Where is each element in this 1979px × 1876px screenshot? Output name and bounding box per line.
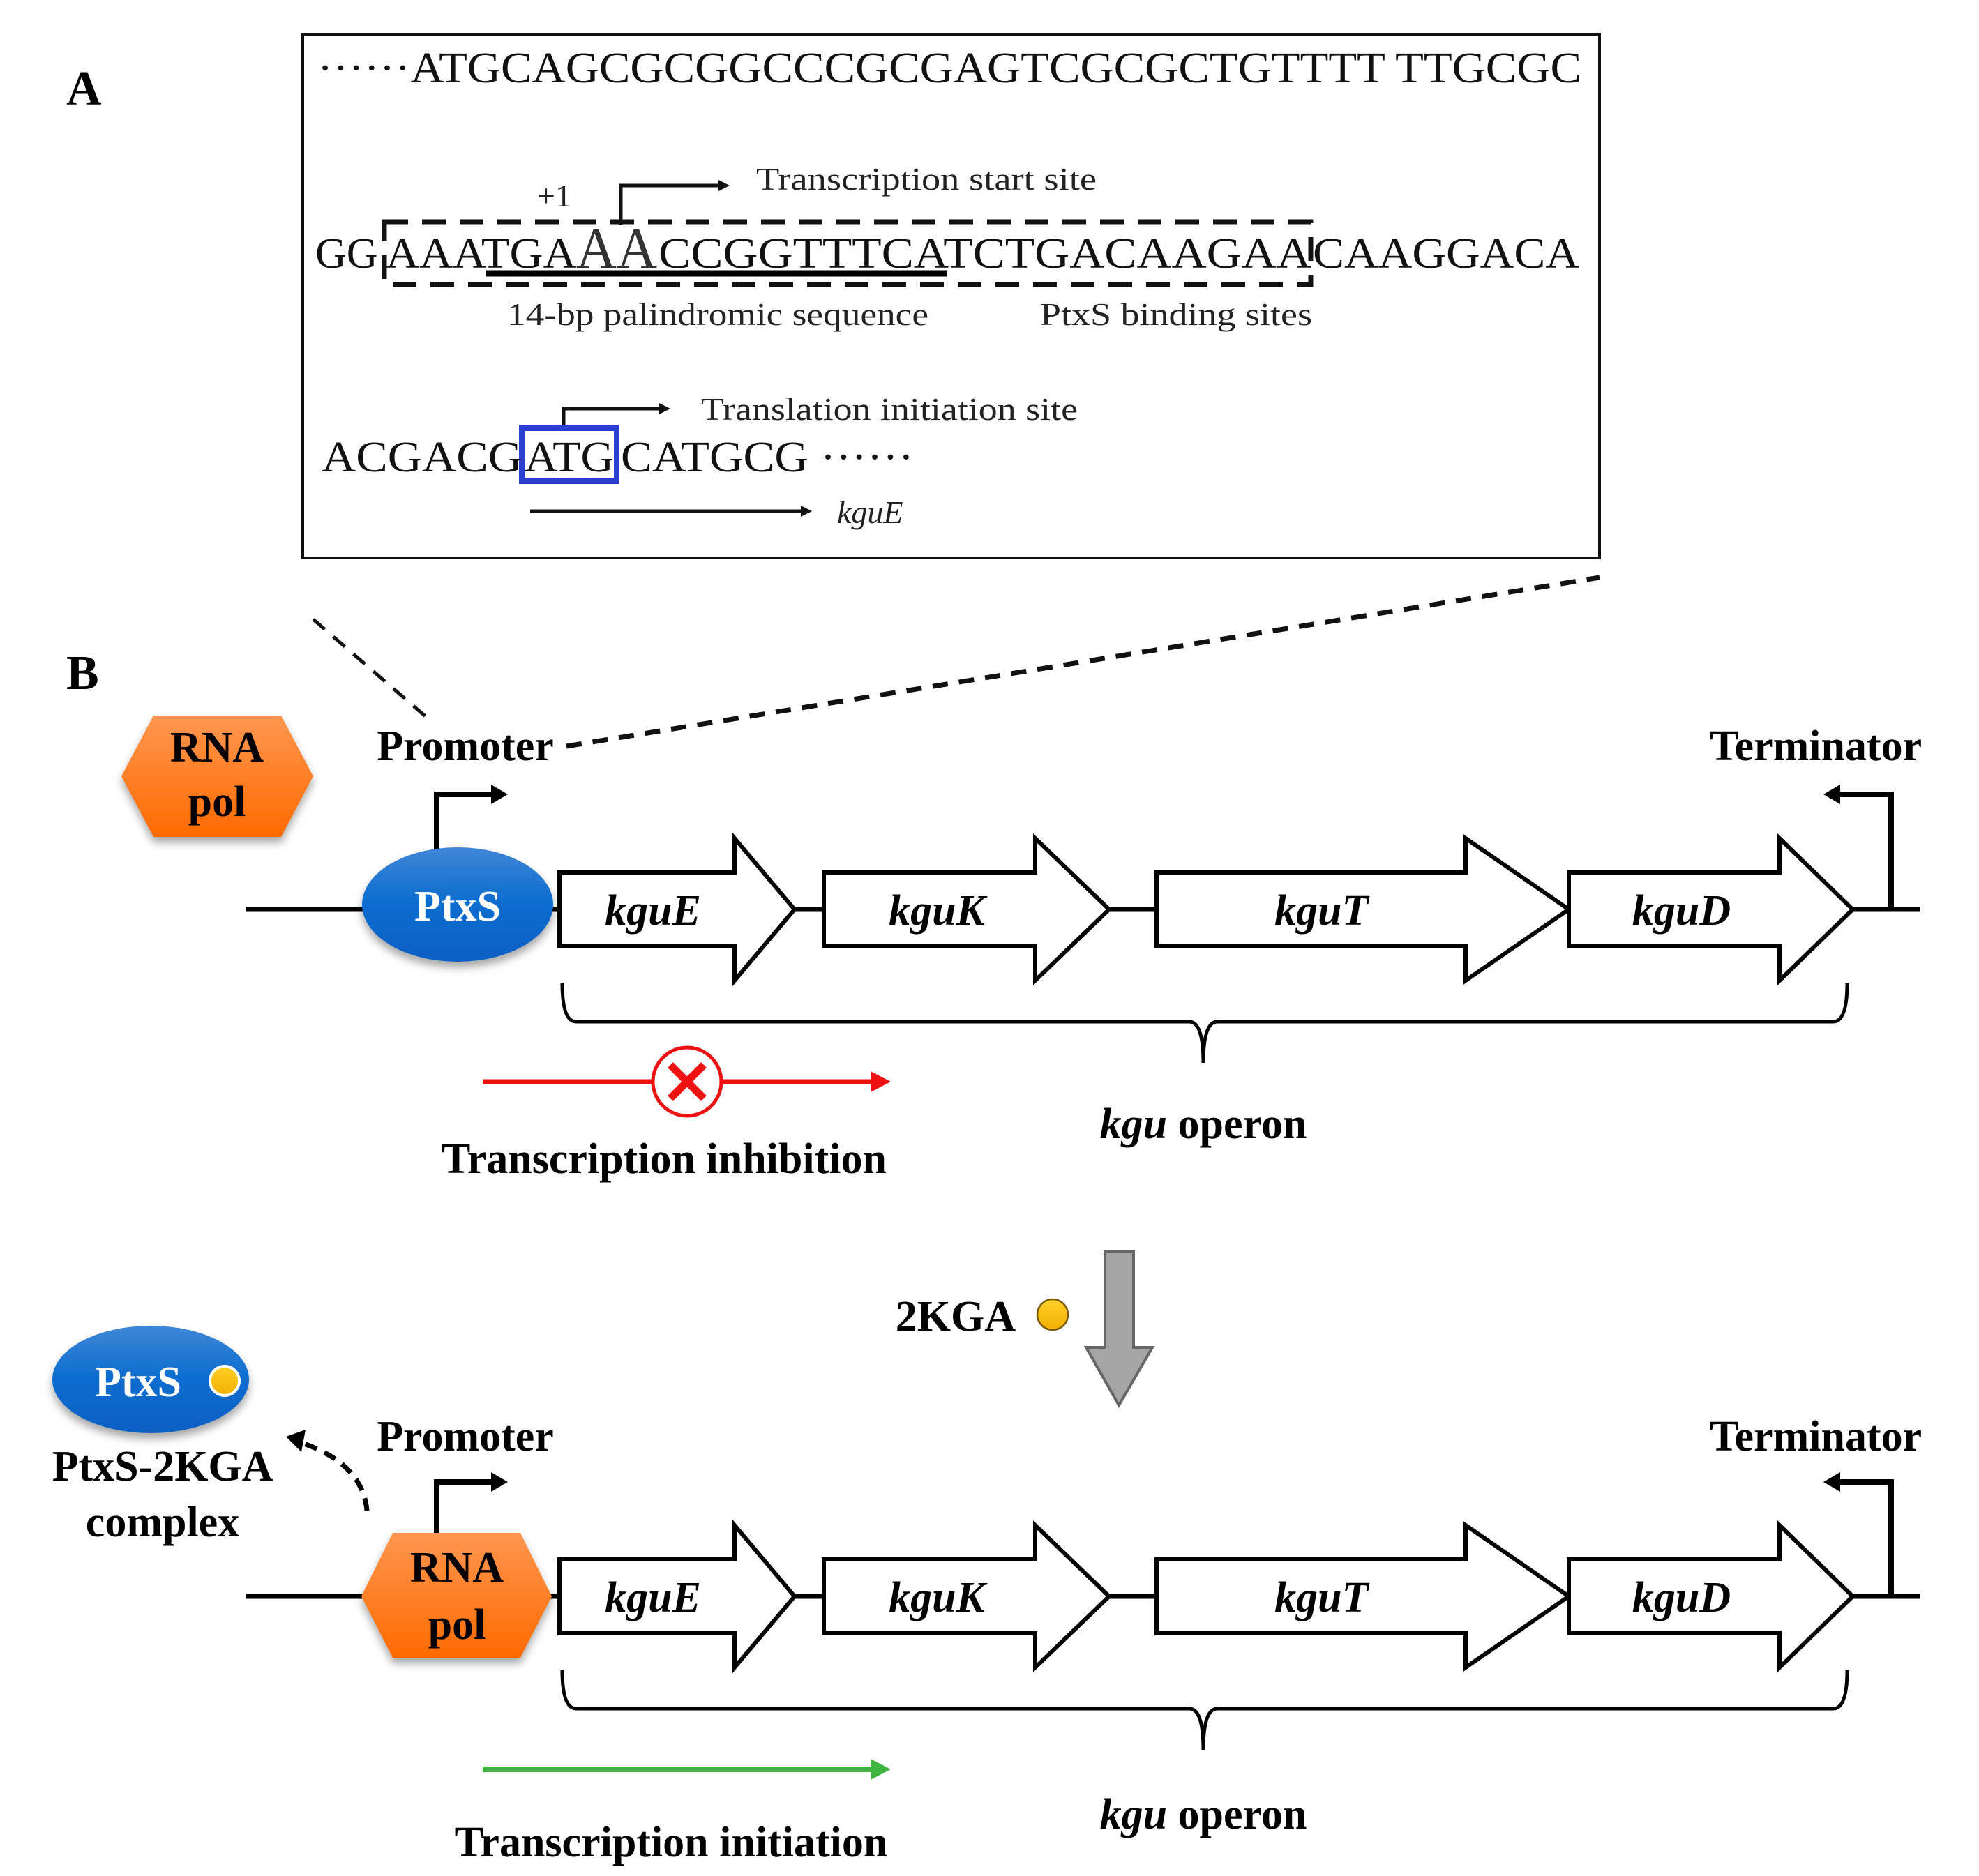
inducer-transition: 2KGA bbox=[896, 1250, 1155, 1409]
gene-row-bottom: kguE kguK kguT kguD bbox=[557, 1519, 1856, 1674]
terminator-arrowhead-icon bbox=[1823, 785, 1840, 804]
inset-gene-label: kguE bbox=[837, 494, 903, 530]
sequence-line-3: ACGACG ATG CATGCG ······ bbox=[322, 434, 914, 481]
bound-rna-pol-line2: pol bbox=[428, 1601, 486, 1649]
promoter-arrow-icon bbox=[434, 792, 492, 858]
seq2-boxed-start: AAATGA bbox=[386, 230, 577, 278]
terminator-arrow-bottom-icon bbox=[1839, 1479, 1894, 1596]
bound-ptxs bbox=[362, 847, 553, 962]
free-rna-polymerase bbox=[121, 716, 313, 837]
bound-inducer-icon bbox=[209, 1365, 241, 1397]
ptxs-label-complex: PtxS bbox=[95, 1359, 181, 1406]
status-label-inhibition: Transcription inhibition bbox=[442, 1135, 887, 1183]
sequence-line-1: ······ATGCAGCGCGGCCCGCGAGTCGCGCTGTTTT TT… bbox=[317, 45, 1581, 92]
gene-label-kgut-top: kguT bbox=[1274, 887, 1369, 935]
seq2-prefix: GG bbox=[315, 230, 378, 278]
released-ptxs-complex bbox=[52, 1326, 249, 1433]
plus-one-label: +1 bbox=[537, 178, 571, 213]
translation-start-label: Translation initiation site bbox=[701, 391, 1078, 427]
operon-label-rest: operon bbox=[1167, 1100, 1307, 1148]
gene-arrow-kgue-top bbox=[557, 832, 797, 987]
gene-arrow-kguk-top bbox=[822, 833, 1113, 986]
promoter-arrow-bottom-icon bbox=[434, 1479, 492, 1541]
translation-start-arrowhead-icon bbox=[659, 403, 670, 414]
gene-label-kgud-bottom: kguD bbox=[1632, 1574, 1731, 1621]
operon-label-italic-bottom: kgu bbox=[1100, 1791, 1167, 1838]
terminator-label-top: Terminator bbox=[1710, 723, 1922, 770]
gene-label-kgue-bottom: kguE bbox=[605, 1574, 701, 1621]
gene-label-kguk-bottom: kguK bbox=[889, 1574, 987, 1621]
operon-bracket-top bbox=[560, 983, 1849, 1064]
bound-rna-polymerase bbox=[361, 1533, 552, 1658]
promoter-arrowhead-bottom-icon bbox=[491, 1472, 508, 1492]
initiation-arrowhead-icon bbox=[871, 1759, 891, 1780]
seq3-start-codon: ATG bbox=[525, 434, 614, 481]
palindrome-label: 14-bp palindromic sequence bbox=[507, 296, 928, 332]
free-rna-pol-line2: pol bbox=[188, 778, 246, 826]
transcription-start-arrow-icon bbox=[619, 183, 718, 225]
ptxs-ellipse-icon bbox=[362, 847, 553, 962]
rna-pol-hexagon-icon bbox=[121, 716, 313, 837]
promoter-label-bottom: Promoter bbox=[377, 1413, 554, 1460]
terminator-arrow-icon bbox=[1839, 792, 1894, 909]
kgue-direction-arrowhead-icon bbox=[801, 506, 812, 517]
promoter-arrowhead-icon bbox=[491, 785, 508, 804]
seq3-suffix: CATGCG ······ bbox=[621, 434, 914, 481]
terminator-arrowhead-bottom-icon bbox=[1823, 1472, 1840, 1492]
release-arrowhead-icon bbox=[286, 1430, 306, 1452]
status-label-initiation: Transcription initiation bbox=[455, 1819, 888, 1866]
gene-arrow-kgue-bottom bbox=[557, 1519, 797, 1674]
inducer-label: 2KGA bbox=[896, 1293, 1016, 1340]
complex-label-line1: PtxS-2KGA bbox=[52, 1443, 273, 1490]
ptxs-binding-label: PtxS binding sites bbox=[1040, 296, 1312, 332]
ptxs-binding-box bbox=[382, 219, 1314, 287]
gene-arrow-kgut-top bbox=[1154, 834, 1573, 985]
seq2-boxed-rest: CCGGTTTCATCTGACAAGAA bbox=[659, 230, 1311, 278]
seq3-prefix: ACGACG bbox=[322, 434, 522, 481]
promoter-label-top: Promoter bbox=[377, 723, 554, 770]
gene-row-top: kguE kguK kguT kguD bbox=[557, 832, 1856, 987]
panel-label-a: A bbox=[66, 62, 102, 116]
rna-pol-hexagon-bottom-icon bbox=[361, 1533, 552, 1658]
release-arrow-icon bbox=[299, 1439, 370, 1511]
gene-arrow-kgud-top bbox=[1567, 833, 1856, 986]
terminator-label-bottom: Terminator bbox=[1710, 1413, 1922, 1460]
operon-label-bottom: kgu operon bbox=[1100, 1791, 1307, 1838]
gene-label-kgue-top: kguE bbox=[605, 887, 701, 935]
ptxs-complex-ellipse-icon bbox=[52, 1326, 249, 1433]
inhibition-arrowhead-icon bbox=[871, 1071, 891, 1092]
zoom-connector-left bbox=[312, 618, 433, 723]
gene-label-kguk-top: kguK bbox=[889, 887, 987, 935]
induced-state: PtxS PtxS-2KGA complex Promoter Terminat… bbox=[52, 1326, 1922, 1866]
zoom-connector-right bbox=[566, 575, 1600, 749]
operon-bracket-bottom bbox=[560, 1670, 1849, 1750]
translation-start-arrow-icon bbox=[562, 407, 659, 428]
gene-arrow-kgud-bottom bbox=[1567, 1520, 1856, 1673]
gene-arrow-kgut-bottom bbox=[1154, 1521, 1573, 1672]
operon-label-rest-bottom: operon bbox=[1167, 1791, 1307, 1838]
seq2-suffix: CAAGGACA bbox=[1313, 230, 1579, 278]
seq2-start-site: AA bbox=[576, 216, 657, 281]
sequence-line-2: GG AAATGA AA CCGGTTTCATCTGACAAGAA CAAGGA… bbox=[315, 216, 1579, 281]
start-codon-box bbox=[519, 425, 619, 484]
transition-arrow-icon bbox=[1083, 1250, 1155, 1409]
panel-label-b: B bbox=[66, 646, 99, 700]
blocked-icon bbox=[651, 1045, 723, 1118]
transcription-start-arrowhead-icon bbox=[718, 180, 730, 191]
operon-label-italic: kgu bbox=[1100, 1100, 1167, 1148]
complex-label-line2: complex bbox=[86, 1499, 239, 1546]
gene-label-kgud-top: kguD bbox=[1632, 887, 1731, 935]
transcription-start-label: Transcription start site bbox=[756, 161, 1097, 197]
operon-label-top: kgu operon bbox=[1100, 1100, 1307, 1148]
sequence-inset-box bbox=[301, 33, 1601, 559]
gene-arrow-kguk-bottom bbox=[822, 1520, 1113, 1673]
gene-label-kgut-bottom: kguT bbox=[1274, 1574, 1369, 1621]
inducer-molecule-icon bbox=[1036, 1298, 1069, 1331]
ptxs-label-top: PtxS bbox=[414, 883, 501, 930]
free-rna-pol-line1: RNA bbox=[170, 724, 264, 771]
bound-rna-pol-line1: RNA bbox=[410, 1544, 504, 1591]
